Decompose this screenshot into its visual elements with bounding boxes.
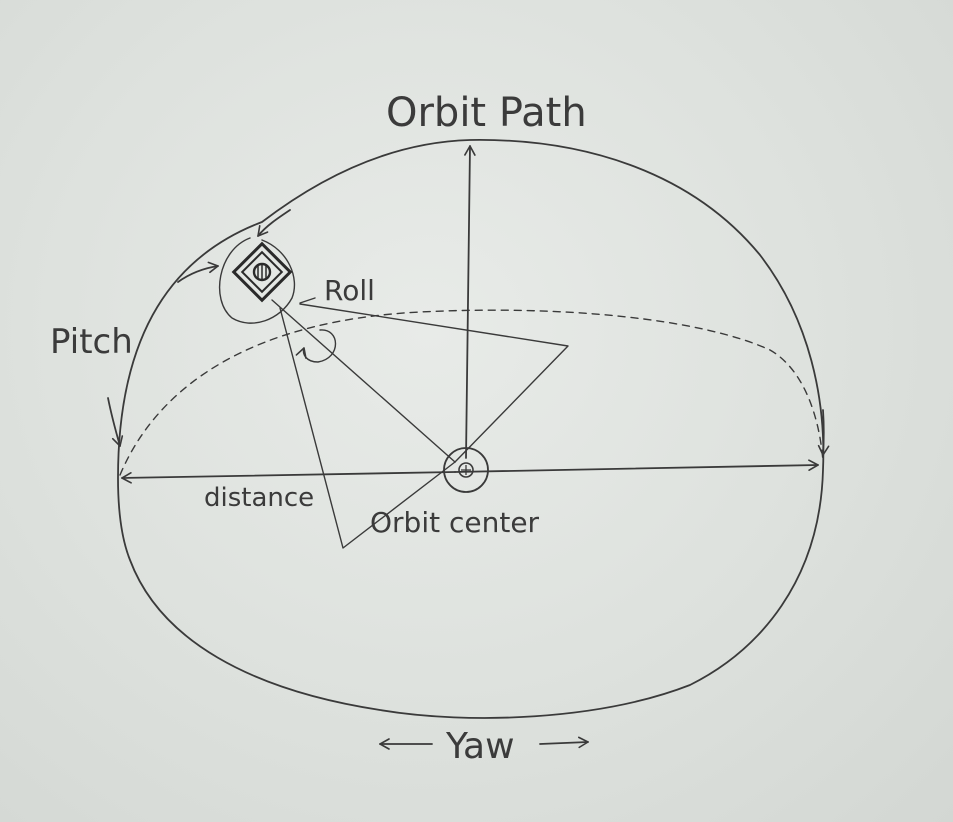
orbit-path-arrow [257,209,291,237]
horizontal-axis-arrow-left [121,471,456,484]
distance-label: distance [204,483,314,513]
yaw-label: Yaw [445,726,515,767]
roll-rotation-arrow [295,329,336,363]
diagram-title: Orbit Path [386,90,587,136]
roll-label: Roll [324,274,375,307]
camera-lens-icon [252,262,272,282]
camera-icon [231,241,293,303]
pitch-arrow-lower [107,397,124,447]
distance-triangle [279,307,456,549]
roll-indicator-line [299,297,316,304]
camera-loop [218,237,296,324]
orbit-center-icon [443,447,489,493]
orbit-center-label: Orbit center [370,506,540,539]
projection-triangle [299,303,569,463]
vertical-axis-arrow [464,145,476,459]
orbit-sphere-outline [117,139,825,719]
equator-back-dashed [119,309,824,476]
pitch-label: Pitch [50,322,133,362]
camera-to-center-line [271,299,456,463]
horizontal-axis-arrow [454,459,819,473]
pitch-arrow-upper [177,261,219,283]
yaw-right-arrow [817,409,830,456]
left-right-arrow-icon [379,736,589,750]
